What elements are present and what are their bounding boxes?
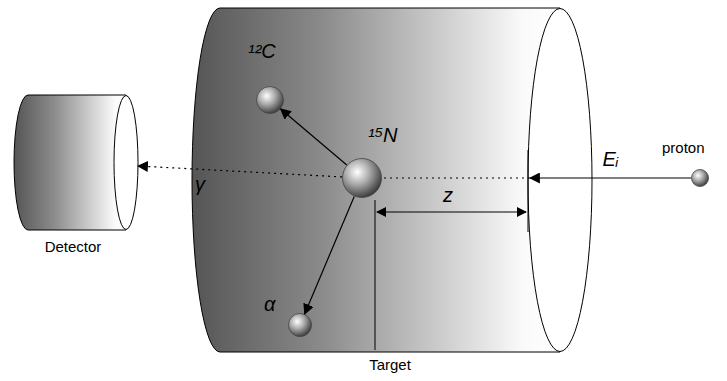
particle-ball: α [288, 313, 312, 337]
particle-ball-label: α [264, 293, 275, 316]
target-label: Target [369, 356, 411, 373]
ball-outline [289, 314, 312, 337]
detector-label: Detector [45, 238, 102, 255]
nucleus-ball-label: ¹²C [248, 40, 276, 63]
nucleus-ball-shape [256, 86, 284, 114]
ball-outline [257, 87, 284, 114]
particle-ball-label: proton [662, 139, 705, 156]
particle-ball: proton [691, 169, 709, 187]
extension-line [528, 150, 529, 232]
edge-label: γ [195, 173, 205, 196]
cylinder-body [192, 8, 560, 352]
edge-label: Eᵢ [603, 148, 619, 171]
detector: Detector [8, 95, 138, 230]
particle-ball-shape [288, 313, 312, 337]
trajectory-line [530, 177, 691, 178]
cylinder-body [14, 95, 126, 230]
particle-ball-shape [691, 169, 709, 187]
cylinder-face [114, 96, 138, 230]
extension-line [375, 200, 376, 350]
ball-outline [343, 159, 382, 198]
ball-outline [692, 170, 709, 187]
cylinder-face [528, 9, 592, 352]
nucleus-ball-label: ¹⁵N [368, 124, 398, 147]
nucleus-ball: ¹⁵N [342, 158, 382, 198]
target: Target¹⁵N¹²Cα [190, 8, 590, 352]
nucleus-ball: ¹²C [256, 86, 284, 114]
nucleus-ball-shape [342, 158, 382, 198]
detector-shape [8, 95, 138, 230]
dimension-label: z [443, 184, 453, 207]
dimension-arrow [377, 212, 526, 213]
